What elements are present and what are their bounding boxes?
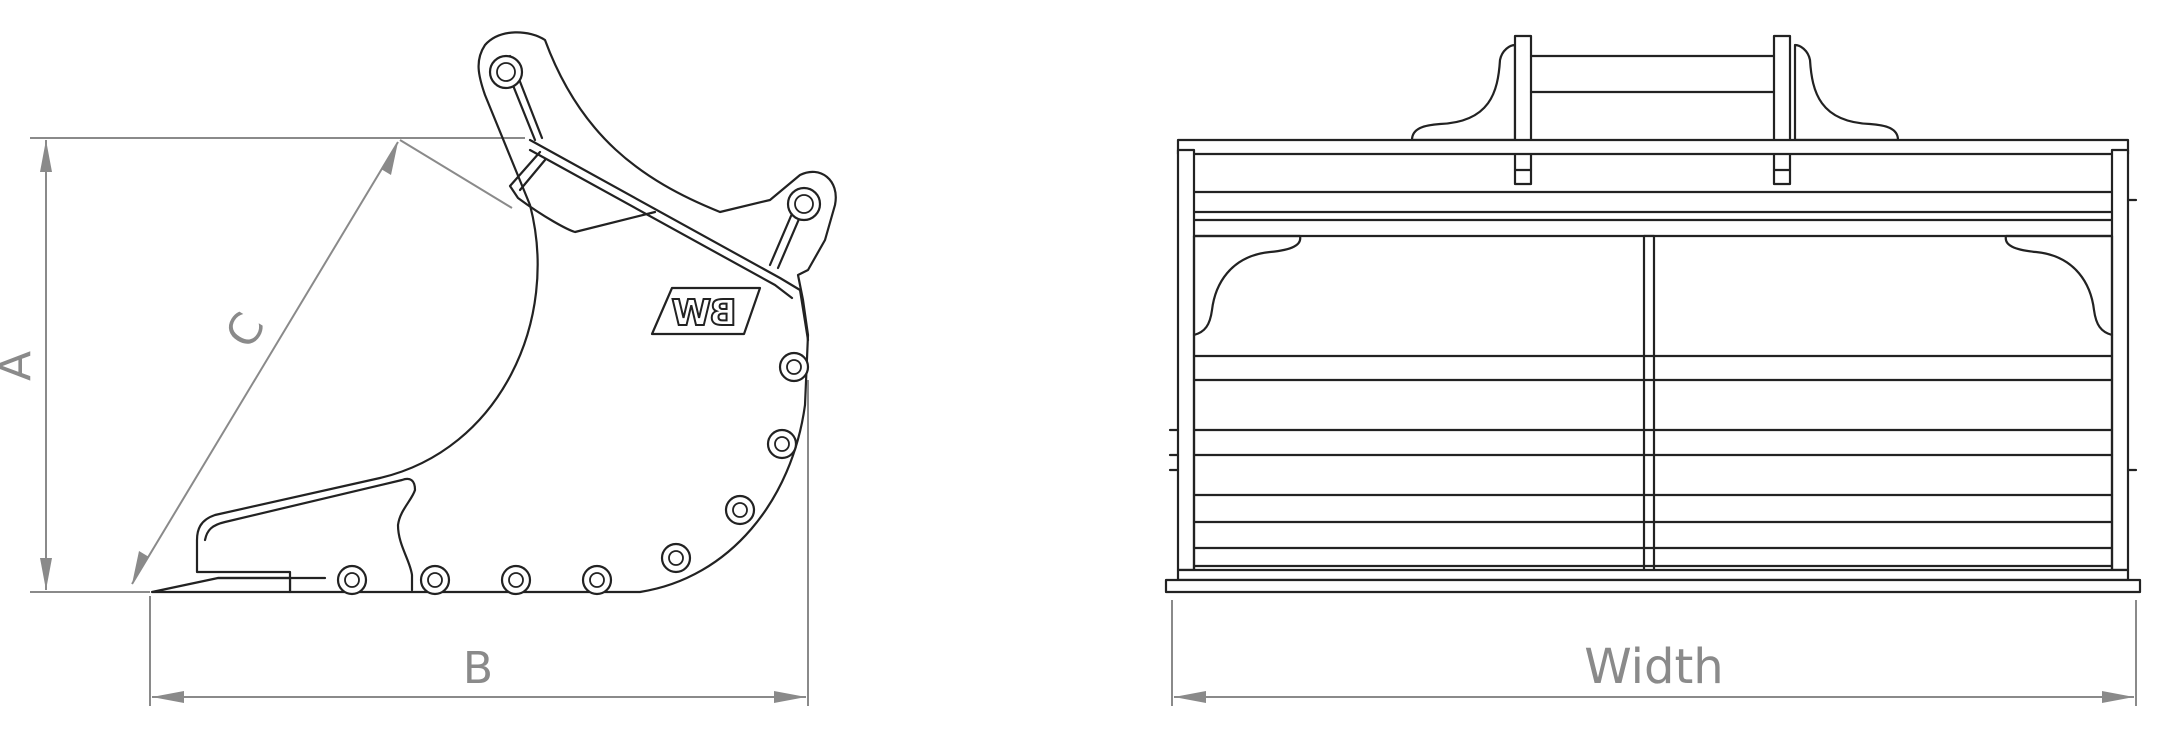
front-cutting-edge-lower — [1164, 578, 2142, 594]
bolt-icon — [336, 564, 368, 596]
center-divider — [1642, 234, 1656, 576]
side-view: A B C — [0, 31, 837, 706]
cross-brace-inner — [518, 158, 547, 192]
bolt-icon — [778, 351, 810, 383]
hitch-brackets — [1410, 34, 1900, 186]
left-side-frame — [1176, 148, 1196, 572]
inner-gussets — [1192, 234, 2114, 337]
dimension-c-arrow-bottom — [132, 551, 149, 584]
left-hitch-gusset — [1410, 43, 1517, 142]
top-rail-outer — [1176, 138, 2130, 156]
horizontal-ribs — [1192, 354, 2114, 568]
bucket-heel-plate — [203, 477, 417, 592]
dimension-b: B — [149, 380, 809, 706]
dimension-c-arrow-top — [381, 142, 398, 175]
dimension-a: A — [0, 137, 525, 593]
dimension-c-ext — [399, 139, 513, 209]
dimension-b-arrow-left — [152, 691, 184, 703]
bucket-side-profile: BW — [150, 31, 837, 596]
dimension-width-arrow-right — [2102, 691, 2134, 703]
dimension-width-arrow-left — [1174, 691, 1206, 703]
right-side-frame — [2110, 148, 2130, 572]
dimension-width: Width — [1171, 600, 2137, 706]
right-hitch-gusset — [1793, 43, 1900, 142]
dimension-b-arrow-right — [774, 691, 806, 703]
dimension-a-label: A — [0, 351, 41, 381]
bolt-icon — [766, 428, 798, 460]
bolt-icon — [419, 564, 451, 596]
right-inner-gusset — [2004, 234, 2114, 337]
dimension-c-line — [131, 141, 399, 585]
edge-bolts — [336, 351, 810, 596]
top-stiffener — [528, 138, 810, 342]
cross-brace — [508, 150, 657, 234]
bolt-icon — [581, 564, 613, 596]
bolt-icon — [500, 564, 532, 596]
front-cutting-edge-upper — [1176, 568, 2130, 582]
dimension-c-label: C — [216, 304, 276, 357]
left-inner-gusset — [1192, 234, 1302, 337]
brand-logo: BW — [650, 286, 762, 336]
dimension-c: C — [131, 139, 513, 585]
brand-logo-text: BW — [671, 293, 736, 334]
dimension-b-label: B — [463, 643, 493, 694]
bolt-icon — [724, 494, 756, 526]
brand-logo-badge — [650, 286, 762, 336]
dimension-a-arrow-top — [40, 140, 52, 172]
lower-pin-icon — [786, 186, 822, 222]
bolt-icon — [660, 542, 692, 574]
upper-pin-icon — [488, 54, 524, 90]
cutting-edge — [150, 576, 292, 594]
dimension-width-label: Width — [1584, 639, 1723, 695]
top-stiffener-inner — [528, 148, 794, 300]
top-rail — [1176, 138, 2130, 238]
front-view: Width — [1164, 34, 2142, 706]
front-cutting-edge — [1164, 568, 2142, 594]
dimension-a-arrow-bottom — [40, 558, 52, 590]
left-hitch-plate — [1513, 34, 1533, 186]
right-hitch-plate — [1772, 34, 1792, 186]
bucket-shell-outline — [195, 31, 837, 594]
